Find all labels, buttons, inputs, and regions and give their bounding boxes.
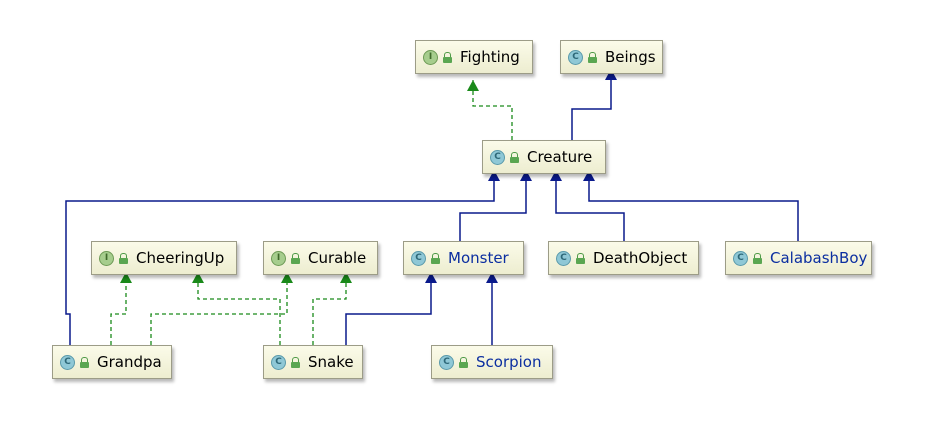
class-icon: C [733,250,748,266]
edge-grandpa-extends-creature [65,170,500,345]
class-icon: C [60,354,75,370]
class-node-scorpion[interactable]: C Scorpion [431,345,553,379]
class-icon: C [556,250,571,266]
public-lock-icon [80,356,89,368]
public-lock-icon [588,51,597,63]
node-label: Grandpa [97,353,162,371]
arrowhead-fighting [467,80,479,91]
node-label: Scorpion [476,353,542,371]
interface-icon: I [271,250,286,266]
public-lock-icon [291,252,300,264]
edge-grandpa-implements-cheeringup [110,272,132,345]
class-node-calabashboy[interactable]: C CalabashBoy [725,241,872,275]
edge-snake-implements-cheeringup [192,272,281,345]
node-label: Beings [605,48,656,66]
public-lock-icon [576,252,585,264]
node-label: Fighting [460,48,520,66]
public-lock-icon [431,252,440,264]
public-lock-icon [753,252,762,264]
class-icon: C [271,354,286,370]
node-label: Curable [308,249,367,267]
class-icon: C [490,149,505,165]
node-label: Snake [308,353,354,371]
public-lock-icon [291,356,300,368]
class-node-fighting[interactable]: I Fighting [415,40,533,74]
node-label: Monster [448,249,509,267]
class-node-beings[interactable]: C Beings [560,40,663,74]
edge-calabashboy-extends-creature [583,170,799,241]
class-node-grandpa[interactable]: C Grandpa [52,345,172,379]
edge-deathobject-extends-creature [550,170,625,241]
class-node-monster[interactable]: C Monster [403,241,524,275]
public-lock-icon [443,51,452,63]
class-icon: C [568,49,583,65]
edge-grandpa-implements-curable [150,272,293,345]
node-label: CalabashBoy [770,249,868,267]
class-node-cheeringup[interactable]: I CheeringUp [91,241,237,275]
edge-creature-extends-beings [571,69,617,140]
class-node-deathobject[interactable]: C DeathObject [548,241,699,275]
public-lock-icon [459,356,468,368]
edge-creature-implements-fighting [472,80,513,140]
edge-snake-extends-monster [345,272,437,345]
node-label: CheeringUp [136,249,225,267]
public-lock-icon [510,151,519,163]
class-icon: C [439,354,454,370]
class-node-curable[interactable]: I Curable [263,241,378,275]
node-label: Creature [527,148,593,166]
class-icon: C [411,250,426,266]
class-node-creature[interactable]: C Creature [482,140,606,174]
edge-monster-extends-creature [459,170,532,241]
class-node-snake[interactable]: C Snake [263,345,363,379]
interface-icon: I [99,250,114,266]
interface-icon: I [423,49,438,65]
node-label: DeathObject [593,249,688,267]
edge-snake-implements-curable [312,272,352,345]
public-lock-icon [119,252,128,264]
